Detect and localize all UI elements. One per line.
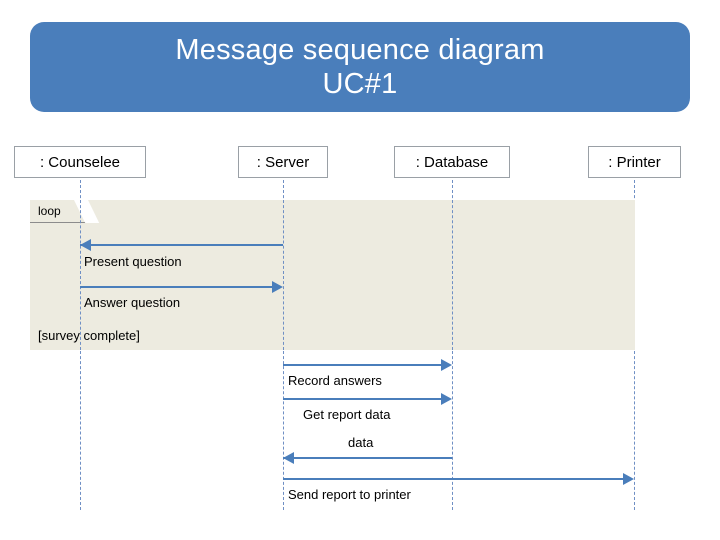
- title-line-2: UC#1: [322, 68, 398, 100]
- arrow-head-data: [283, 452, 294, 464]
- title-line-1: Message sequence diagram: [175, 34, 545, 66]
- lifeline-head-counselee[interactable]: : Counselee: [14, 146, 146, 178]
- message-line-send-report-to-printer: [283, 478, 624, 480]
- loop-operator-label: loop: [38, 204, 61, 218]
- message-label-survey-complete: [survey complete]: [38, 328, 140, 343]
- lifeline-counselee-overlay: [80, 200, 81, 350]
- arrow-head-present-question: [80, 239, 91, 251]
- message-line-present-question: [80, 244, 283, 246]
- lifeline-head-printer-label: : Printer: [608, 153, 661, 171]
- arrow-head-get-report-data: [441, 393, 452, 405]
- message-label-record-answers: Record answers: [288, 373, 382, 388]
- message-label-present-question: Present question: [84, 254, 182, 269]
- arrow-head-send-report-to-printer: [623, 473, 634, 485]
- message-label-get-report-data: Get report data: [303, 407, 391, 422]
- message-line-data: [283, 457, 452, 459]
- lifeline-head-server[interactable]: : Server: [238, 146, 328, 178]
- lifeline-head-printer[interactable]: : Printer: [588, 146, 681, 178]
- message-label-data: data: [348, 435, 374, 450]
- arrow-head-record-answers: [441, 359, 452, 371]
- loop-fragment-body: [30, 200, 635, 350]
- message-line-answer-question: [80, 286, 274, 288]
- message-label-send-report-to-printer: Send report to printer: [288, 487, 411, 502]
- lifeline-head-database[interactable]: : Database: [394, 146, 510, 178]
- message-label-answer-question: Answer question: [84, 295, 181, 310]
- lifeline-head-database-label: : Database: [415, 153, 489, 171]
- lifeline-database-overlay: [452, 200, 453, 350]
- lifeline-server-overlay: [283, 200, 284, 350]
- arrow-head-answer-question: [272, 281, 283, 293]
- lifeline-head-server-label: : Server: [256, 153, 310, 171]
- lifeline-head-counselee-label: : Counselee: [39, 153, 121, 171]
- message-line-get-report-data: [283, 398, 442, 400]
- message-line-record-answers: [283, 364, 442, 366]
